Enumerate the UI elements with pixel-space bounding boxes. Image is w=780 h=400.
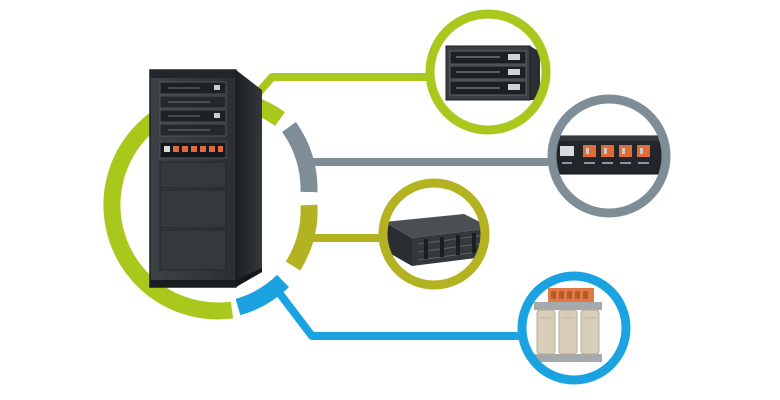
ring-segment-slate [281, 122, 318, 193]
breaker-panel-icon [552, 135, 666, 175]
ring-segment-blue [235, 274, 289, 316]
connector-blue [273, 287, 522, 340]
rack-breaker-strip [159, 141, 227, 159]
server-units-icon [445, 45, 540, 101]
ring-segment-olive [285, 204, 318, 271]
node-transformer [517, 271, 631, 385]
node-power-distribution-panel [547, 94, 671, 218]
node-power-module [378, 178, 490, 290]
power-module-icon [384, 214, 485, 266]
transformer-icon [534, 288, 602, 362]
rack-cabinet-icon [149, 69, 262, 288]
rack-server-stack [159, 81, 227, 137]
node-rack-server-units [425, 9, 551, 135]
connector-lime [244, 73, 430, 108]
rack-blank-panels [159, 161, 227, 271]
